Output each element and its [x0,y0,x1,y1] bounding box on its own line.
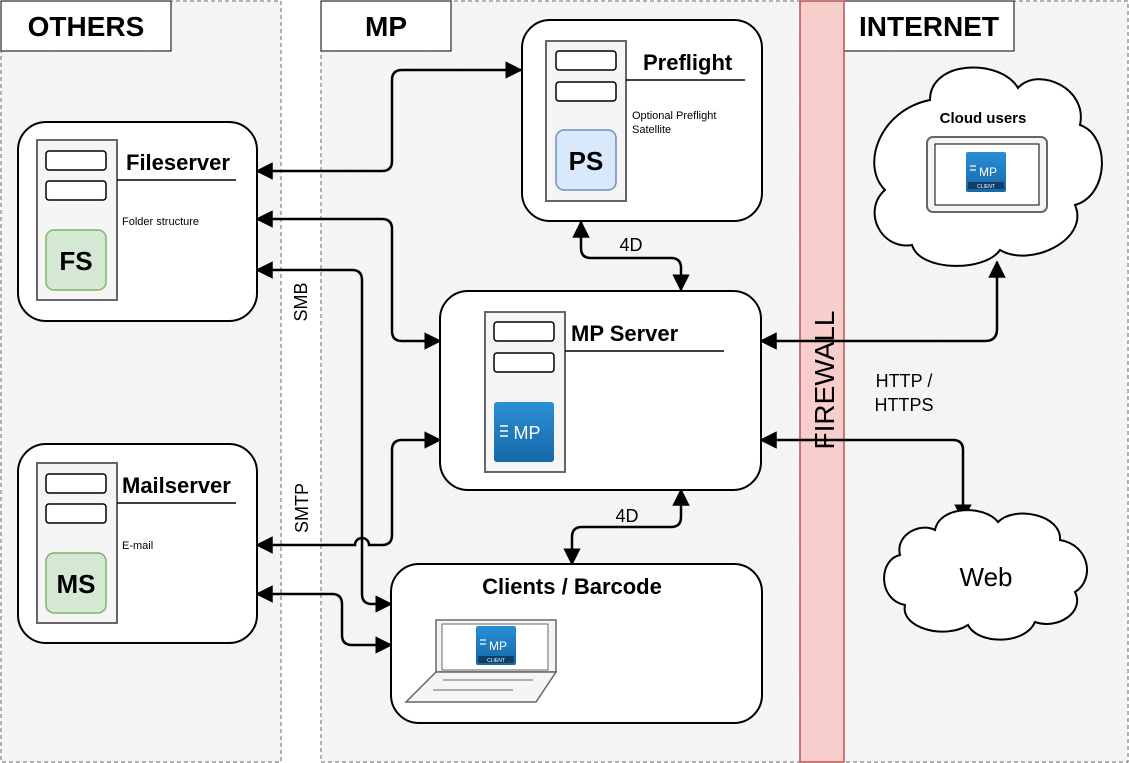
clients-node: Clients / Barcode MP CLIENT [390,563,763,724]
drive-slot [555,81,617,102]
zone-mp-label: MP [365,11,407,42]
firewall: FIREWALL [799,0,845,763]
fileserver-title: Fileserver [126,150,230,175]
connector-mpserver-clients [563,488,690,566]
web-node: Web [883,509,1088,641]
drive-slot [555,50,617,71]
ps-badge [555,129,617,191]
mailserver-title: Mailserver [122,473,231,498]
preflight-title: Preflight [643,50,733,75]
preflight-subtitle-line1: Optional Preflight [632,110,716,122]
preflight-subtitle-line2: Satellite [632,124,671,136]
fs-badge-label: FS [59,246,92,276]
http-label: HTTP / [876,371,933,391]
connector-mailserver-mpserver [255,431,442,554]
preflight-node: PS Preflight Optional Preflight Satellit… [521,19,763,222]
clients-title: Clients / Barcode [482,574,662,599]
connectors [255,61,1006,654]
client-logo-sub: CLIENT [487,658,505,664]
drive-slot [45,150,107,171]
drive-slot [493,352,555,373]
cloud-logo-text: MP [979,165,997,179]
cloud-users-node: Cloud users MP CLIENT [873,66,1103,267]
mp-logo-icon: MP [494,402,554,462]
cloud-logo-sub: CLIENT [977,184,995,190]
mp-cloud-logo-icon: MP CLIENT [966,152,1006,192]
smtp-label: SMTP [292,483,312,533]
connector-mailserver-clients [255,585,393,654]
fourd-top-label: 4D [619,235,642,255]
fs-badge [45,229,107,291]
mailserver-subtitle: E-mail [122,540,153,552]
drive-slot [45,180,107,201]
mp-logo-text: MP [514,423,541,443]
mailserver-node: MS Mailserver E-mail [17,443,258,644]
drive-slot [45,503,107,524]
connector-mpserver-web [759,431,972,522]
cloud-users-title: Cloud users [940,110,1027,127]
zone-others: OTHERS [0,0,282,763]
drive-slot [493,321,555,342]
zone-others-tab [0,0,172,52]
zone-others-label: OTHERS [28,11,145,42]
connector-mpserver-cloud [759,260,1006,350]
mp-client-logo-icon: MP CLIENT [476,626,516,665]
zone-internet-label: INTERNET [859,11,999,42]
firewall-label: FIREWALL [809,311,840,450]
smb-label: SMB [291,282,311,321]
connector-preflight-mpserver [572,220,690,292]
mpserver-node: MP MP Server [439,290,762,491]
client-logo-text: MP [489,639,507,653]
ps-badge-label: PS [569,146,604,176]
ms-badge [45,552,107,614]
fileserver-node: FS Fileserver Folder structure [17,121,258,322]
mpserver-title: MP Server [571,321,679,346]
zone-internet-tab [843,0,1015,52]
https-label: HTTPS [874,395,933,415]
web-title: Web [960,562,1013,592]
connector-fileserver-preflight [255,61,523,180]
fileserver-subtitle: Folder structure [122,216,199,228]
laptop-icon [404,619,558,703]
web-cloud-shape [883,509,1088,641]
fourd-bottom-label: 4D [615,506,638,526]
ms-badge-label: MS [57,569,96,599]
zone-mp-tab [320,0,452,52]
drive-slot [45,473,107,494]
